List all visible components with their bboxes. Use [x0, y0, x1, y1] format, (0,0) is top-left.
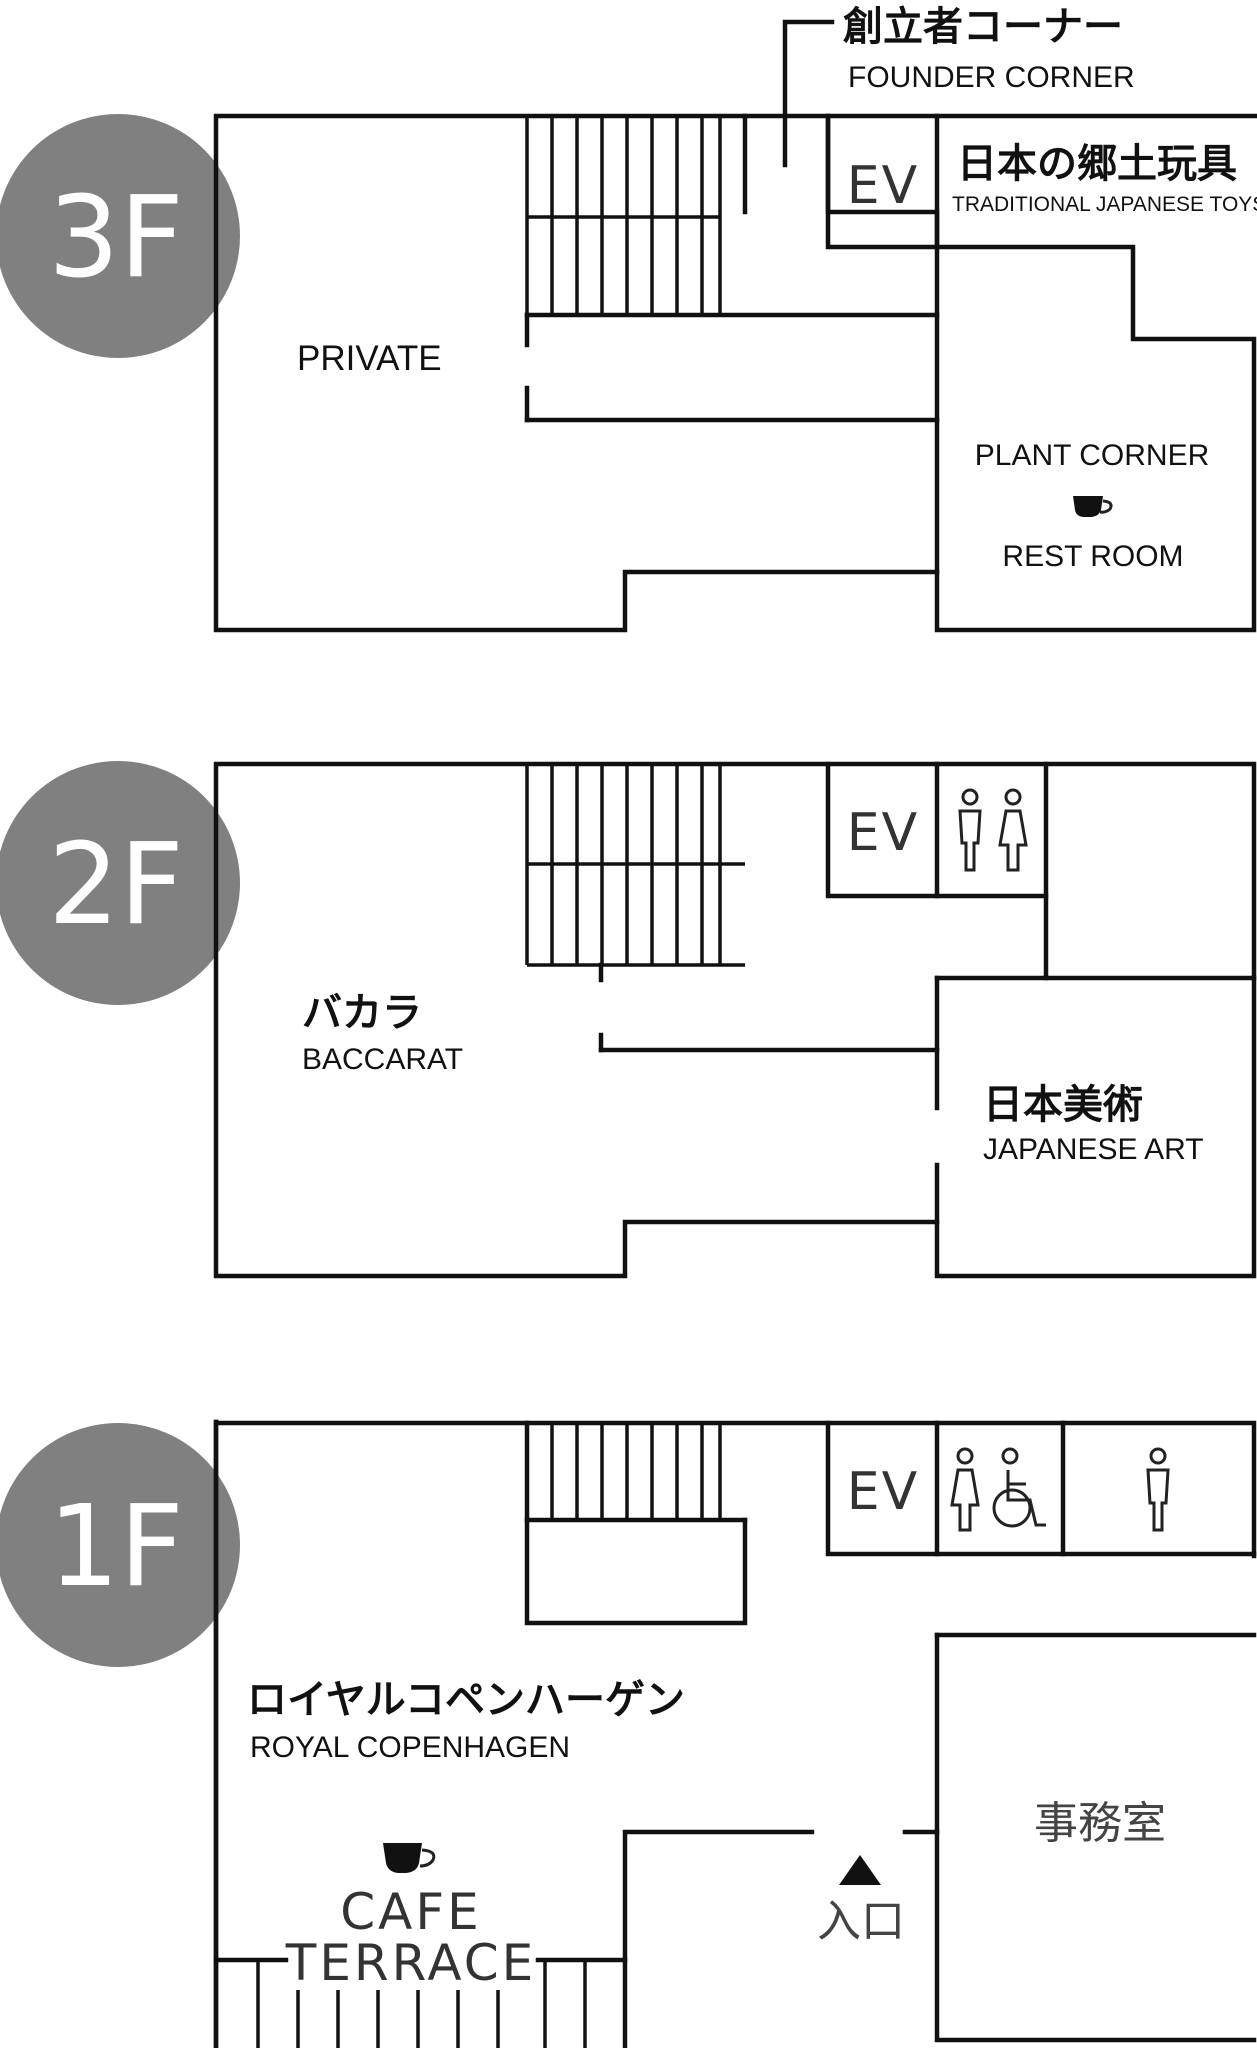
- ev-shaft-3f: [825, 113, 940, 250]
- japanese-art-label-jp: 日本美術: [983, 1082, 1143, 1128]
- elevator-label-1f: EV: [847, 1462, 919, 1522]
- staircase-2f: [525, 764, 745, 967]
- office-walls: [934, 1632, 1257, 2043]
- cafe-label: CAFE: [340, 1883, 481, 1941]
- japanese-art-label-en: JAPANESE ART: [983, 1133, 1204, 1166]
- wheelchair-icon: [992, 1447, 1046, 1528]
- male-toilet-icon: [1146, 1447, 1170, 1532]
- floor-badge-2f: [0, 761, 240, 1005]
- staircase-enclosure-1f: [524, 1420, 748, 1626]
- floor-badge-2f-label: 2F: [48, 820, 184, 950]
- floor-badge-3f: [0, 114, 240, 358]
- elevator-label-3f: EV: [847, 156, 919, 216]
- coffee-cup-icon: [383, 1843, 436, 1873]
- floor-3f: 3F 創立者コーナー FOUNDER CORNER EV 日本の郷土玩具 T: [0, 4, 1257, 633]
- entrance-label: 入口: [817, 1896, 905, 1947]
- male-toilet-icon: [958, 788, 982, 872]
- baccarat-label-jp: バカラ: [302, 990, 422, 1036]
- plant-corner-label: PLANT CORNER: [975, 439, 1210, 472]
- staircase-3f: [525, 116, 747, 315]
- female-toilet-icon: [998, 788, 1028, 872]
- entrance-wall-left: [622, 1829, 815, 2048]
- elevator-label-2f: EV: [847, 803, 919, 863]
- floor-badge-1f: [0, 1423, 240, 1667]
- office-label: 事務室: [1034, 1798, 1166, 1849]
- founder-corner-leader: [782, 19, 835, 168]
- terrace-railing: [256, 1960, 587, 2048]
- rest-room-label: REST ROOM: [1002, 540, 1183, 573]
- royal-copenhagen-label-jp: ロイヤルコペンハーゲン: [247, 1677, 685, 1723]
- floor-2f: 2F EV: [0, 761, 1257, 1279]
- floor-3f-outline: [213, 113, 1257, 633]
- staircase-1f: [550, 1423, 722, 1520]
- ev-restroom-block-1f: [825, 1420, 1257, 1557]
- royal-copenhagen-label-en: ROYAL COPENHAGEN: [250, 1731, 570, 1764]
- floor-badge-3f-label: 3F: [48, 173, 184, 303]
- baccarat-label-en: BACCARAT: [302, 1043, 463, 1076]
- floor-badge-1f-label: 1F: [48, 1482, 184, 1612]
- female-toilet-icon: [950, 1447, 980, 1532]
- coffee-cup-icon: [1073, 496, 1113, 517]
- terrace-label: TERRACE: [285, 1934, 536, 1992]
- founder-corner-label-jp: 創立者コーナー: [843, 4, 1123, 50]
- toys-label-en: TRADITIONAL JAPANESE TOYS: [952, 193, 1257, 216]
- toys-label-jp: 日本の郷土玩具: [957, 141, 1237, 187]
- floor-1f: 1F EV: [0, 1419, 1257, 2048]
- entrance-arrow-icon: [839, 1855, 881, 1885]
- private-label: PRIVATE: [297, 339, 442, 378]
- founder-corner-label-en: FOUNDER CORNER: [848, 61, 1135, 94]
